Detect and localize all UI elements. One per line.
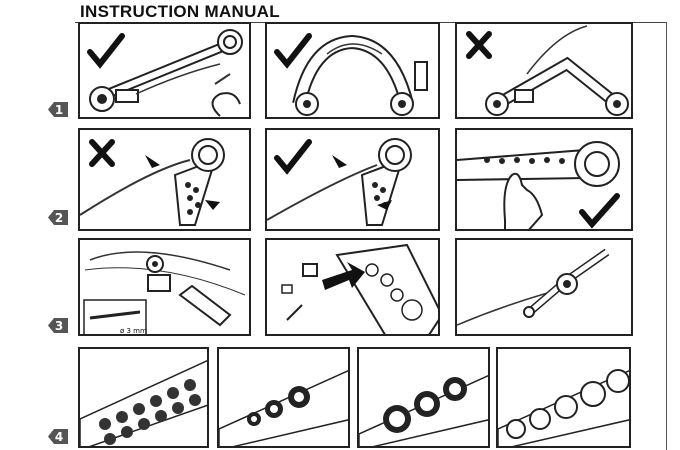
step-badge-3: 3: [46, 317, 70, 334]
check-icon: [87, 33, 125, 69]
panel-2b: [265, 128, 440, 231]
panel-3b: [265, 238, 440, 336]
panel-4d: [496, 347, 631, 448]
panel-2c: [455, 128, 633, 231]
panel-1b: [265, 22, 440, 119]
diameter-label: ø 3 mm: [120, 327, 147, 335]
panel-2a: [78, 128, 251, 231]
page-border: [666, 22, 667, 450]
arrow-icon: [145, 155, 160, 168]
check-icon: [274, 139, 312, 175]
arrow-icon: [322, 262, 365, 290]
arrow-icon: [377, 200, 392, 210]
step-badge-4: 4: [46, 428, 70, 445]
step-badge-1: 1: [46, 101, 70, 118]
step-number-2: 2: [55, 211, 63, 225]
hand-icon: [503, 172, 544, 229]
panel-4c: [357, 347, 490, 448]
step-badge-2: 2: [46, 209, 70, 226]
panel-1a: [78, 22, 251, 119]
check-icon: [579, 193, 620, 229]
panel-4a: [78, 347, 209, 448]
step-number-4: 4: [55, 430, 63, 444]
arrow-icon: [332, 155, 347, 168]
panel-1c: [455, 22, 633, 119]
arrow-icon: [205, 200, 220, 210]
check-icon: [274, 33, 312, 69]
cross-icon: [466, 31, 492, 59]
step-number-1: 1: [55, 103, 63, 117]
rotate-arrow-icon: [211, 92, 241, 117]
panel-4b: [217, 347, 350, 448]
panel-3c: [455, 238, 633, 336]
cross-icon: [89, 139, 115, 167]
drill-icon: [178, 284, 232, 327]
panel-3a: ø 3 mm: [78, 238, 251, 336]
step-number-3: 3: [55, 319, 63, 333]
manual-title: INSTRUCTION MANUAL: [80, 2, 280, 21]
